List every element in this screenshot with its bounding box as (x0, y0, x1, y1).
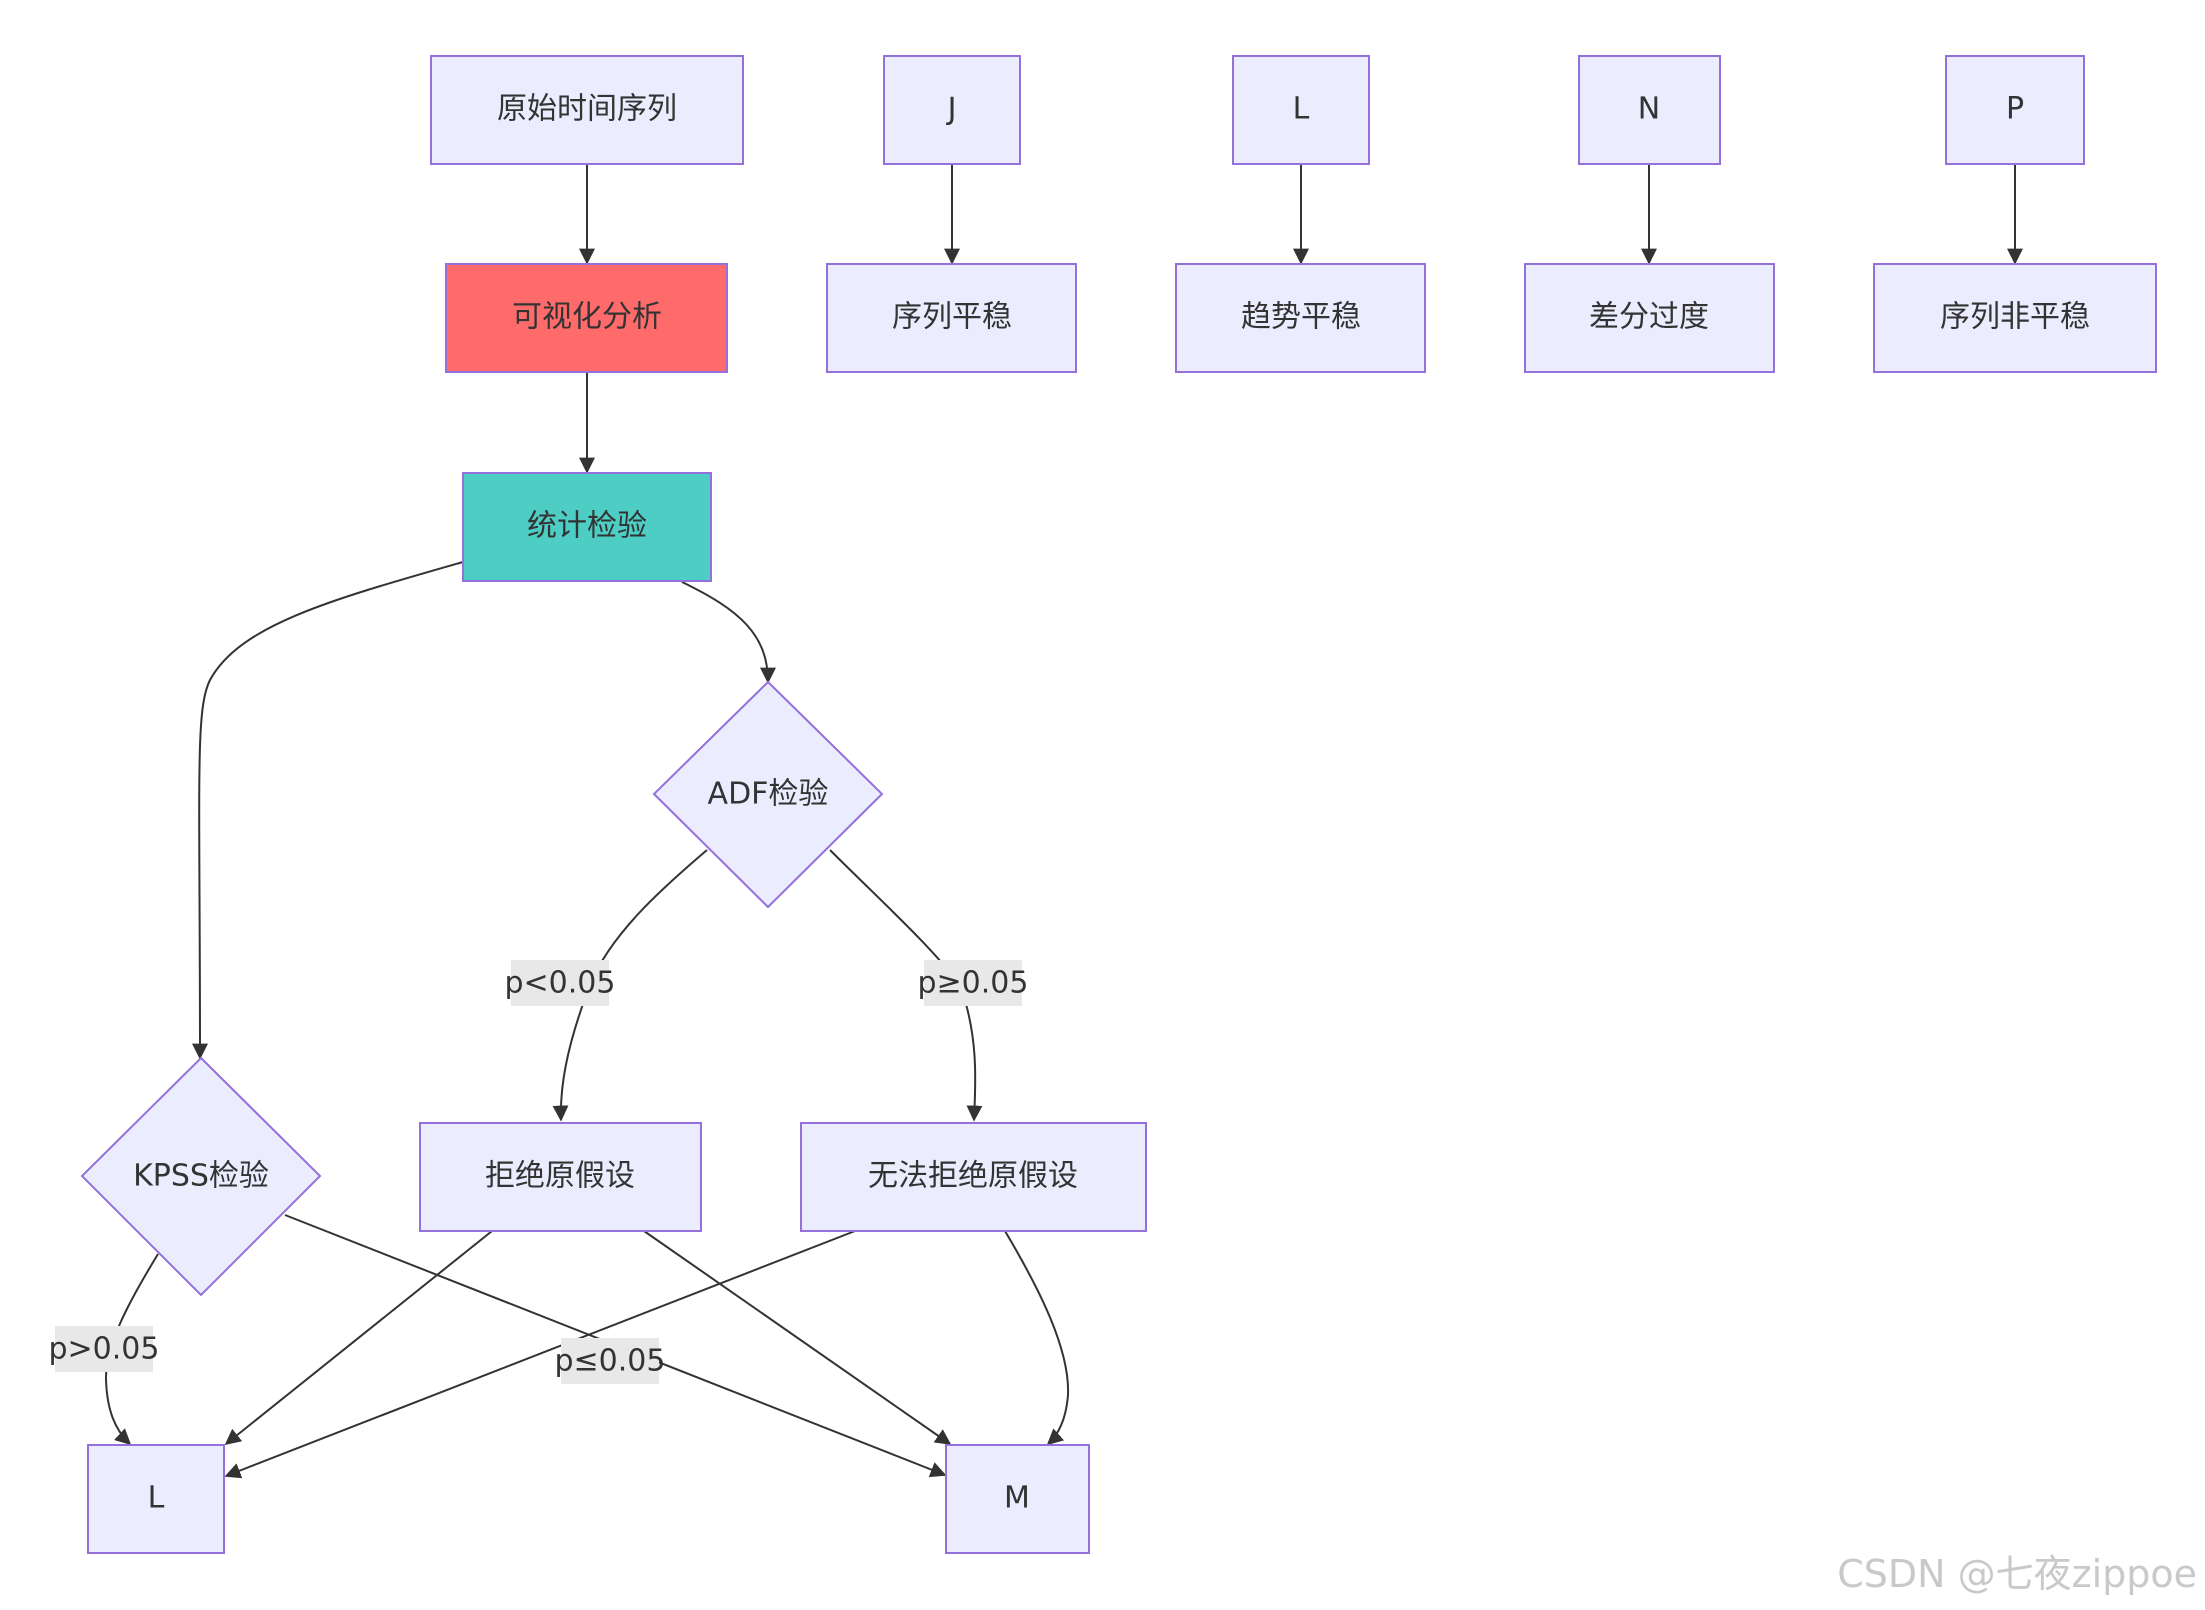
edge-reject-to-m (643, 1230, 952, 1445)
edge-labels: p<0.05 p≥0.05 p>0.05 p≤0.05 (49, 960, 1029, 1384)
edge-stat-to-adf (681, 581, 776, 684)
node-raw-series[interactable]: 原始时间序列 (430, 55, 744, 165)
node-series-stationary[interactable]: 序列平稳 (826, 263, 1077, 373)
nodes: 原始时间序列 可视化分析 统计检验 ADF检验 KPSS检验 拒绝原假设 无法拒… (80, 55, 2157, 1554)
node-label: 原始时间序列 (497, 92, 677, 127)
edge-fail-to-l (224, 1230, 856, 1479)
node-reject-null[interactable]: 拒绝原假设 (419, 1122, 702, 1232)
node-trend-stationary[interactable]: 趋势平稳 (1175, 263, 1426, 373)
edge-stat-to-kpss (191, 561, 464, 1060)
node-label: 序列平稳 (892, 300, 1012, 335)
node-kpss-test[interactable]: KPSS检验 (80, 1056, 322, 1297)
edge-label-text: p>0.05 (49, 1332, 160, 1367)
edge-label-adf-p-less: p<0.05 (505, 960, 616, 1006)
node-label: 趋势平稳 (1241, 300, 1361, 335)
node-label: N (1638, 92, 1660, 127)
node-series-nonstationary[interactable]: 序列非平稳 (1873, 263, 2157, 373)
node-statistical-test[interactable]: 统计检验 (462, 472, 712, 582)
node-label: L (148, 1481, 165, 1516)
node-j-top[interactable]: J (883, 55, 1021, 165)
node-p-top[interactable]: P (1945, 55, 2085, 165)
edge-reject-to-l (224, 1230, 493, 1446)
edge-label-text: p≤0.05 (555, 1344, 666, 1379)
node-adf-test[interactable]: ADF检验 (652, 680, 884, 909)
node-label: P (2006, 92, 2024, 127)
node-over-differenced[interactable]: 差分过度 (1524, 263, 1775, 373)
edge-label-adf-p-geq: p≥0.05 (918, 960, 1029, 1006)
edge-label-text: p<0.05 (505, 966, 616, 1001)
node-label: 可视化分析 (512, 300, 662, 335)
node-l-top[interactable]: L (1232, 55, 1370, 165)
node-label: 拒绝原假设 (485, 1159, 635, 1194)
node-label: 序列非平稳 (1940, 300, 2090, 335)
node-m-bottom[interactable]: M (945, 1444, 1090, 1554)
node-l-bottom[interactable]: L (87, 1444, 225, 1554)
node-label: 无法拒绝原假设 (868, 1159, 1078, 1194)
node-fail-to-reject-null[interactable]: 无法拒绝原假设 (800, 1122, 1147, 1232)
edge-fail-to-m (1004, 1230, 1070, 1446)
watermark: CSDN @七夜zippoe (1837, 1552, 2197, 1596)
node-label: 统计检验 (527, 509, 647, 544)
node-label: L (1293, 92, 1310, 127)
node-n-top[interactable]: N (1578, 55, 1721, 165)
node-label: J (946, 92, 957, 127)
edge-kpss-to-l (104, 1253, 159, 1446)
node-label: KPSS检验 (133, 1159, 269, 1194)
edge-label-kpss-p-leq: p≤0.05 (555, 1338, 666, 1384)
node-visual-analysis[interactable]: 可视化分析 (445, 263, 728, 373)
node-label: 差分过度 (1589, 300, 1709, 335)
edge-label-kpss-p-greater: p>0.05 (49, 1326, 160, 1372)
edge-label-text: p≥0.05 (918, 966, 1029, 1001)
node-label: ADF检验 (708, 777, 829, 812)
node-label: M (1004, 1481, 1030, 1516)
